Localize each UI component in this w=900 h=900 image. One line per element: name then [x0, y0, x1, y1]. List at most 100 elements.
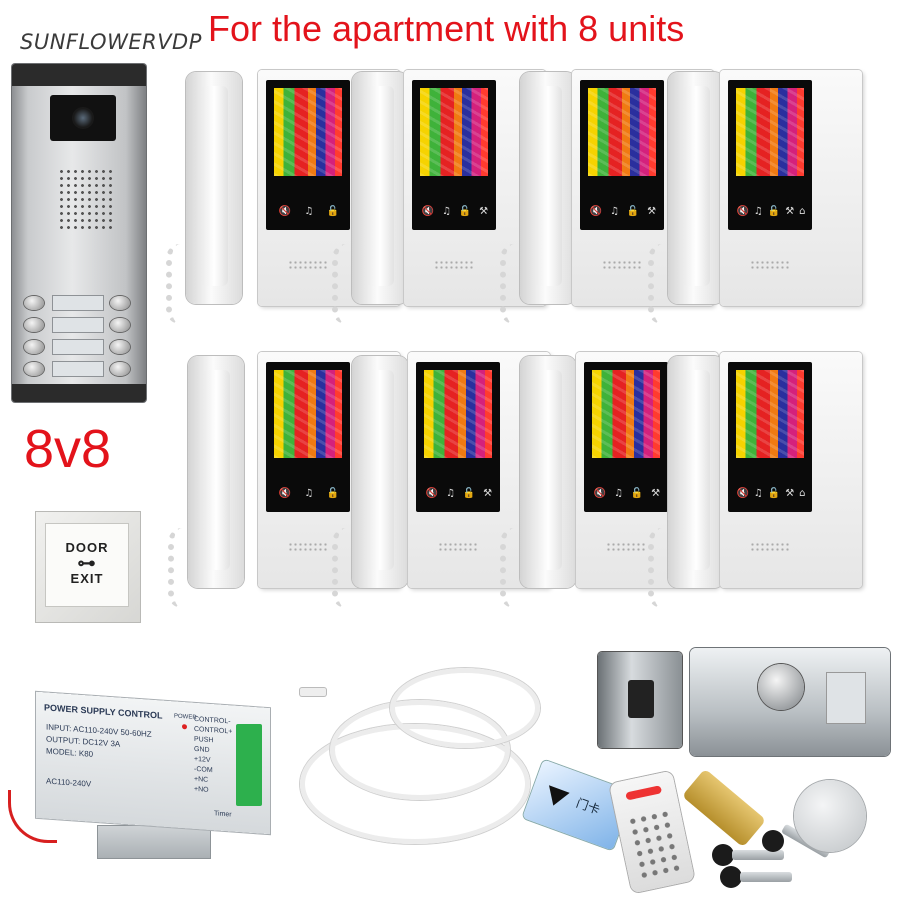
brand-watermark: SUNFLOWERVDP	[20, 30, 202, 54]
handset-1[interactable]	[186, 72, 242, 304]
monitor-screen	[736, 88, 804, 176]
monitor-touch-keys: 🔇 ♫ 🔓 ⚒ ⌂	[734, 206, 808, 218]
psu-terminal-label: +NO	[194, 785, 209, 794]
remote-control[interactable]	[609, 770, 695, 894]
monitor-bezel: 🔇 ♫ 🔓 ⚒	[416, 362, 500, 512]
mute-icon[interactable]: 🔇	[278, 206, 292, 217]
intercom-icon[interactable]: ⚒	[479, 206, 489, 217]
intercom-icon[interactable]: ⚒	[651, 488, 661, 499]
mute-icon[interactable]: 🔇	[593, 488, 607, 499]
handset-5[interactable]	[188, 356, 244, 588]
terminal-block	[236, 724, 262, 806]
handset-3[interactable]	[520, 72, 576, 304]
monitor-speaker-grille	[288, 542, 328, 552]
mute-icon[interactable]: 🔇	[736, 488, 749, 499]
monitor-speaker-grille	[434, 260, 474, 270]
mute-icon[interactable]: 🔇	[736, 206, 749, 217]
lock-knob[interactable]	[758, 664, 804, 710]
cable-connector	[300, 688, 326, 696]
monitor-bezel: 🔇 ♫ 🔓 ⚒	[412, 80, 496, 230]
lock-cylinder	[681, 768, 767, 848]
psu-timer: Timer	[214, 810, 232, 819]
handset-cord-5	[168, 528, 202, 608]
shield-icon	[543, 781, 571, 809]
ringtone-icon[interactable]: ♫	[446, 488, 456, 499]
handset-7[interactable]	[520, 356, 576, 588]
monitor-touch-keys: 🔇 ♫ 🔓	[272, 206, 346, 218]
kit-code-label: 8v8	[24, 419, 112, 479]
mute-icon[interactable]: 🔇	[425, 488, 439, 499]
monitor-bezel: 🔇 ♫ 🔓 ⚒	[584, 362, 668, 512]
ringtone-icon[interactable]: ♫	[442, 206, 452, 217]
monitor-speaker-grille	[288, 260, 328, 270]
key-head-1	[712, 844, 734, 866]
ringtone-icon[interactable]: ♫	[614, 488, 624, 499]
cable-coil-top	[390, 668, 540, 748]
call-button-8[interactable]	[110, 362, 130, 376]
monitor-touch-keys: 🔇 ♫ 🔓 ⚒	[418, 206, 492, 218]
intercom-icon[interactable]: ⚒	[647, 206, 657, 217]
call-button-5[interactable]	[24, 340, 44, 354]
handset-cord-2	[332, 244, 366, 324]
indoor-monitor-4: 🔇 ♫ 🔓 ⚒ ⌂	[720, 70, 862, 306]
panel-bottom-cap	[12, 384, 146, 402]
monitor-screen	[592, 370, 660, 458]
unlock-icon[interactable]: 🔓	[630, 488, 644, 499]
ringtone-icon[interactable]: ♫	[753, 206, 763, 217]
call-button-4[interactable]	[110, 318, 130, 332]
remote-keypad	[626, 807, 683, 880]
power-button-icon	[625, 785, 663, 801]
ringtone-icon[interactable]: ♫	[753, 488, 763, 499]
call-button-7[interactable]	[24, 362, 44, 376]
monitor-bezel: 🔇 ♫ 🔓	[266, 362, 350, 512]
call-button-2[interactable]	[110, 296, 130, 310]
mute-icon[interactable]: 🔇	[278, 488, 292, 499]
monitor-touch-keys: 🔇 ♫ 🔓	[272, 488, 346, 500]
speaker-grille	[58, 168, 112, 232]
monitor-speaker-grille	[750, 260, 790, 270]
unlock-icon[interactable]: 🔓	[462, 488, 476, 499]
home-icon[interactable]: ⌂	[799, 206, 806, 217]
mute-icon[interactable]: 🔇	[421, 206, 435, 217]
mute-icon[interactable]: 🔇	[589, 206, 603, 217]
card-label: 门卡	[574, 795, 602, 818]
unlock-icon[interactable]: 🔓	[326, 206, 340, 217]
handset-8[interactable]	[668, 356, 724, 588]
exit-line-door: DOOR	[65, 540, 109, 555]
unlock-icon[interactable]: 🔓	[458, 206, 472, 217]
unlock-icon[interactable]: 🔓	[326, 488, 340, 499]
camera-lens-icon	[72, 107, 94, 129]
intercom-icon[interactable]: ⚒	[483, 488, 493, 499]
handset-4[interactable]	[668, 72, 724, 304]
unlock-icon[interactable]: 🔓	[626, 206, 640, 217]
call-button-6[interactable]	[110, 340, 130, 354]
psu-mount-bracket	[98, 826, 210, 858]
handset-cord-6	[332, 528, 366, 608]
ringtone-icon[interactable]: ♫	[304, 488, 314, 499]
unlock-icon[interactable]: 🔓	[767, 488, 781, 499]
ringtone-icon[interactable]: ♫	[304, 206, 314, 217]
monitor-speaker-grille	[606, 542, 646, 552]
key-2	[740, 872, 792, 882]
monitor-screen	[424, 370, 492, 458]
exit-line-exit: EXIT	[70, 571, 104, 586]
key-head-3	[762, 830, 784, 852]
call-button-3[interactable]	[24, 318, 44, 332]
name-slot-1	[52, 295, 104, 311]
handset-2[interactable]	[352, 72, 408, 304]
monitor-speaker-grille	[602, 260, 642, 270]
intercom-icon[interactable]: ⚒	[785, 206, 795, 217]
monitor-speaker-grille	[750, 542, 790, 552]
unlock-icon[interactable]: 🔓	[767, 206, 781, 217]
ringtone-icon[interactable]: ♫	[610, 206, 620, 217]
handset-cord-8	[648, 528, 682, 608]
strike-hole	[628, 680, 654, 718]
intercom-icon[interactable]: ⚒	[785, 488, 795, 499]
rfid-tag-reader	[794, 780, 866, 852]
exit-button[interactable]: DOOR ⊶ EXIT	[46, 524, 128, 606]
call-button-1[interactable]	[24, 296, 44, 310]
home-icon[interactable]: ⌂	[799, 488, 806, 499]
handset-6[interactable]	[352, 356, 408, 588]
monitor-bezel: 🔇 ♫ 🔓 ⚒ ⌂	[728, 80, 812, 230]
panel-top-cap	[12, 64, 146, 86]
